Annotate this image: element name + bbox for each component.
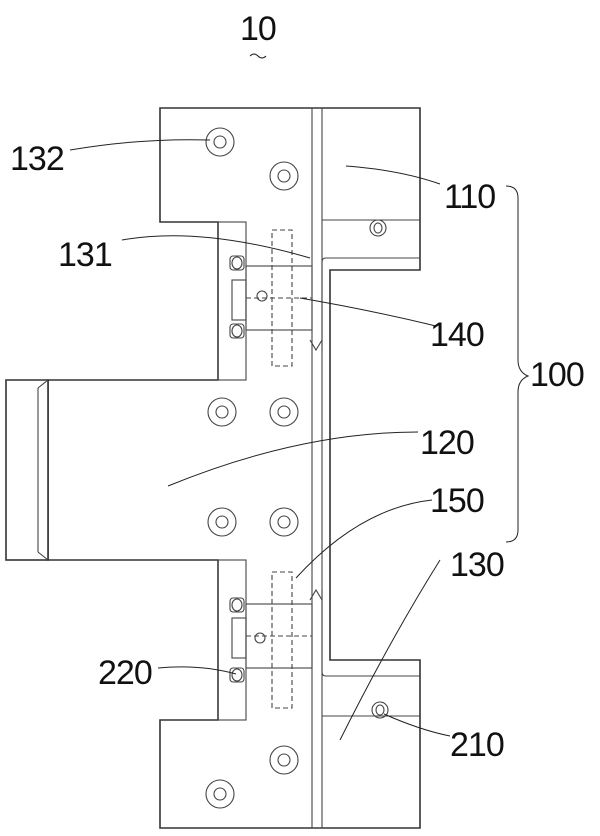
leader-140 xyxy=(299,297,437,327)
label-220: 220 xyxy=(98,654,152,692)
side-tab-bottom-chamfer xyxy=(37,551,49,561)
mount-hole-upper-right xyxy=(269,161,299,191)
set-screw-upper-b xyxy=(229,323,245,339)
upper-part-hook xyxy=(321,257,420,350)
figure-number-label: 10 xyxy=(240,10,276,48)
figure-number-tilde xyxy=(249,53,267,59)
side-tab-top-chamfer xyxy=(37,379,49,389)
label-120: 120 xyxy=(420,424,474,462)
set-screw-lower-a xyxy=(229,597,245,613)
leader-131 xyxy=(121,235,311,259)
leader-150 xyxy=(295,499,433,579)
leader-210 xyxy=(383,713,451,737)
mount-hole-mid-1 xyxy=(207,397,237,427)
label-132: 132 xyxy=(10,140,64,178)
lower-pin-shank xyxy=(271,571,293,709)
mount-hole-mid-3 xyxy=(207,507,237,537)
mount-hole-mid-4 xyxy=(269,507,299,537)
leader-132 xyxy=(69,139,211,151)
leader-120 xyxy=(167,431,419,487)
lower-pin-tip xyxy=(309,588,323,601)
mount-hole-upper-left xyxy=(205,127,235,157)
leader-130 xyxy=(339,559,441,741)
upper-pin-hole xyxy=(256,290,268,302)
set-screw-upper-a xyxy=(229,255,245,271)
assembly-brace xyxy=(505,185,530,543)
lower-small-screw xyxy=(371,701,389,719)
upper-pin-tip xyxy=(309,339,323,352)
label-150: 150 xyxy=(430,482,484,520)
leader-220 xyxy=(157,666,237,675)
lower-pin-hole xyxy=(254,632,266,644)
mount-hole-lower-right xyxy=(269,745,299,775)
label-130: 130 xyxy=(450,546,504,584)
lower-part-hook xyxy=(321,590,420,677)
label-140: 140 xyxy=(430,316,484,354)
mount-hole-lower-left xyxy=(205,779,235,809)
label-210: 210 xyxy=(450,726,504,764)
set-screw-lower-b xyxy=(229,667,245,683)
leader-110 xyxy=(345,165,441,185)
mount-hole-mid-2 xyxy=(269,397,299,427)
label-110: 110 xyxy=(444,178,495,216)
label-100: 100 xyxy=(530,356,584,394)
label-131: 131 xyxy=(58,236,112,274)
separator-strip xyxy=(311,107,323,829)
upper-small-screw xyxy=(369,219,387,237)
side-tab xyxy=(5,379,49,561)
